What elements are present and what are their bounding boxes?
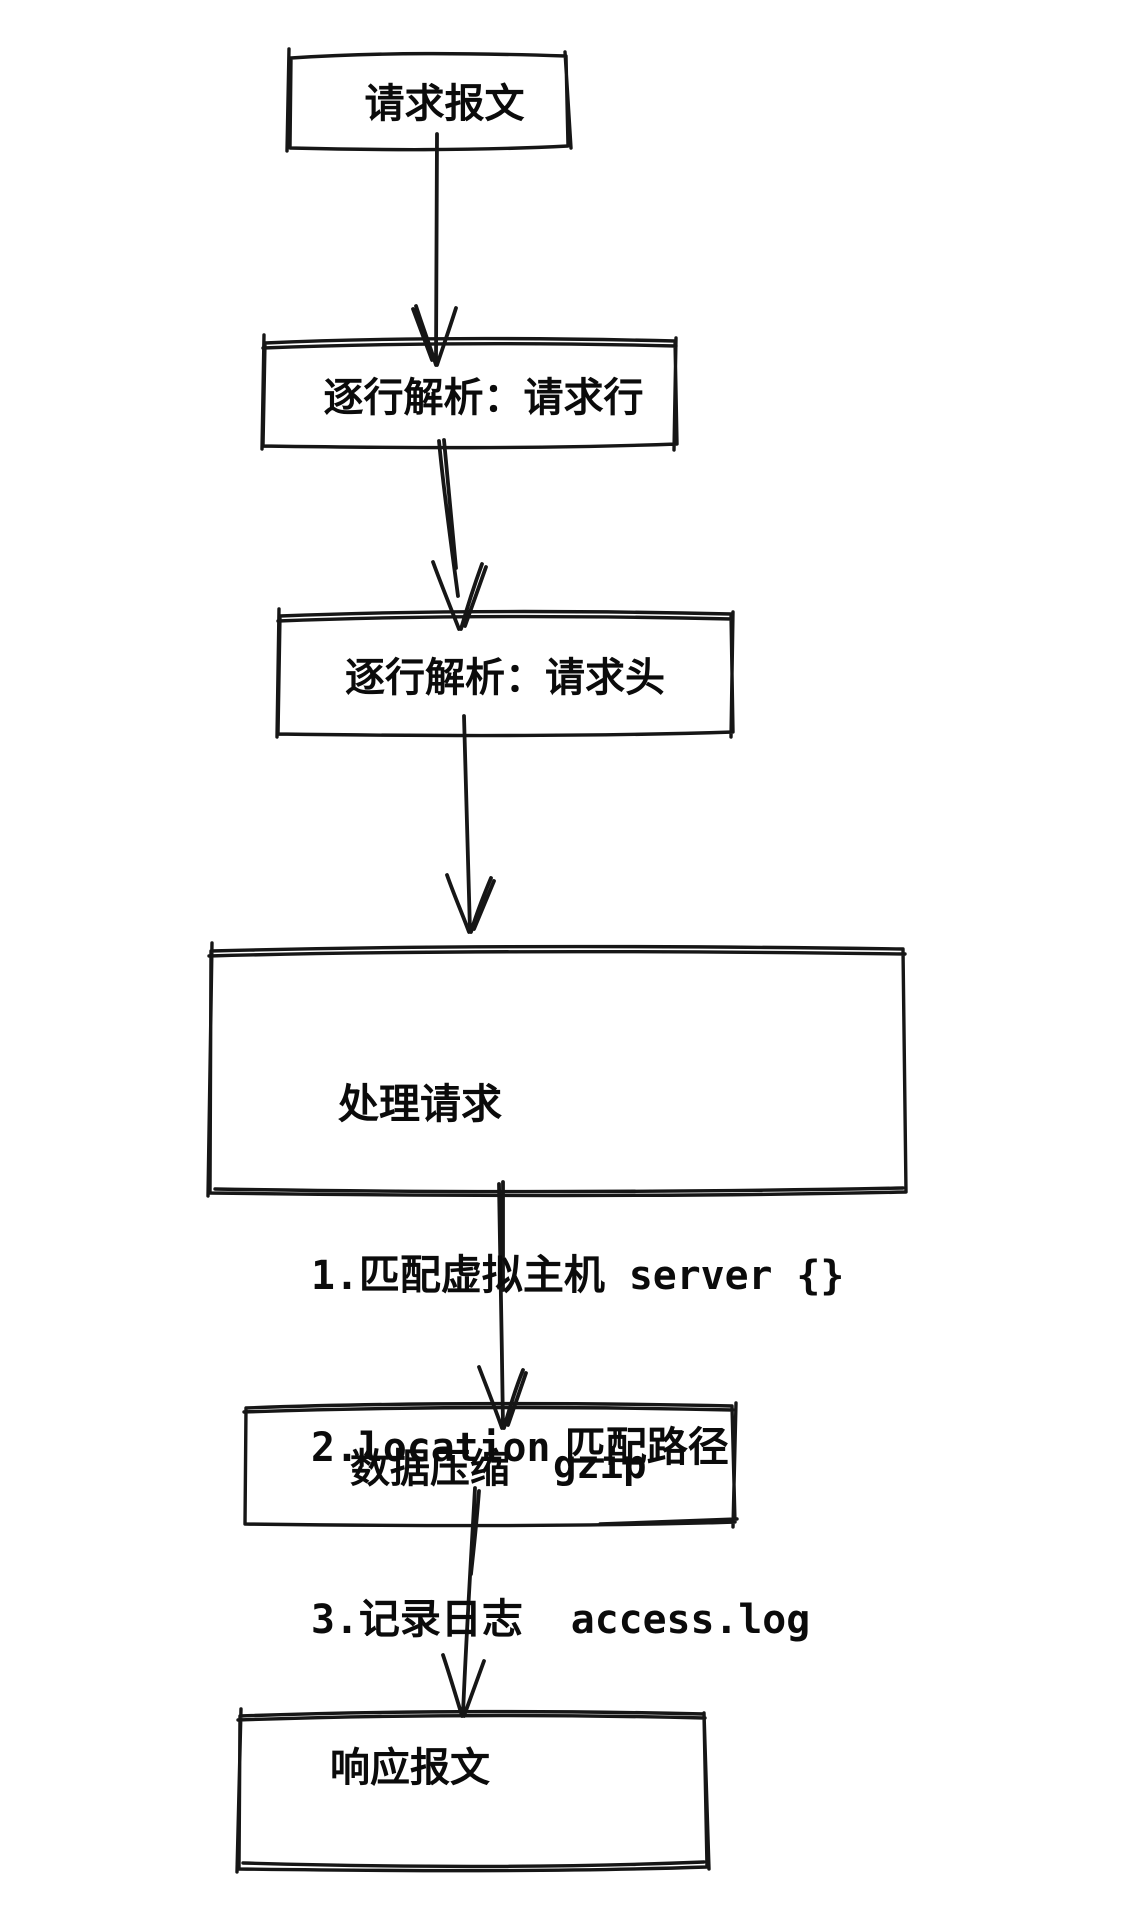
arrow-compression-to-response — [441, 1486, 486, 1718]
text-segment: 2.location — [311, 1425, 551, 1471]
text-segment: 匹配虚拟主机 — [358, 1251, 605, 1299]
process-step-1: 1.匹配虚拟主机 server {} — [311, 1247, 906, 1305]
text-segment: server {} — [604, 1253, 845, 1299]
node-request-message-label: 请求报文 — [364, 81, 525, 127]
arrow-parse-line-to-parse-headers — [431, 438, 488, 631]
node-response-message-label: 响应报文 — [330, 1745, 490, 1791]
node-parse-request-line-label: 逐行解析：请求行 — [323, 374, 644, 421]
node-process-request-block: 处理请求 1.匹配虚拟主机 server {} 2.location 匹配路径 … — [208, 948, 906, 1643]
text-segment: 记录日志 — [358, 1595, 523, 1643]
box-request-message-outline — [285, 47, 573, 153]
text-segment: 1. — [311, 1253, 359, 1299]
arrow-parse-headers-to-process — [445, 714, 496, 934]
box-response-message-outline — [235, 1707, 711, 1874]
text-segment: access.log — [522, 1597, 811, 1643]
process-step-3: 3.记录日志 access.log — [311, 1591, 906, 1649]
box-parse-request-headers-outline — [275, 607, 735, 739]
process-step-2: 2.location 匹配路径 — [311, 1419, 906, 1477]
data-compression-text: 数据压缩 — [350, 1446, 510, 1492]
process-request-title: 处理请求 — [338, 1080, 502, 1128]
node-parse-request-headers-label: 逐行解析：请求头 — [345, 655, 665, 701]
box-process-request-outline — [206, 941, 908, 1198]
text-segment: 匹配路径 — [550, 1423, 729, 1471]
box-parse-request-line-outline — [260, 333, 679, 452]
arrow-process-to-compression — [477, 1180, 528, 1430]
text-segment: 3. — [311, 1597, 359, 1643]
arrow-request-to-parse-line — [411, 132, 458, 367]
gzip-code-text: gzip — [553, 1442, 647, 1488]
node-data-compression-label: 数据压缩 gzip — [243, 1405, 735, 1525]
